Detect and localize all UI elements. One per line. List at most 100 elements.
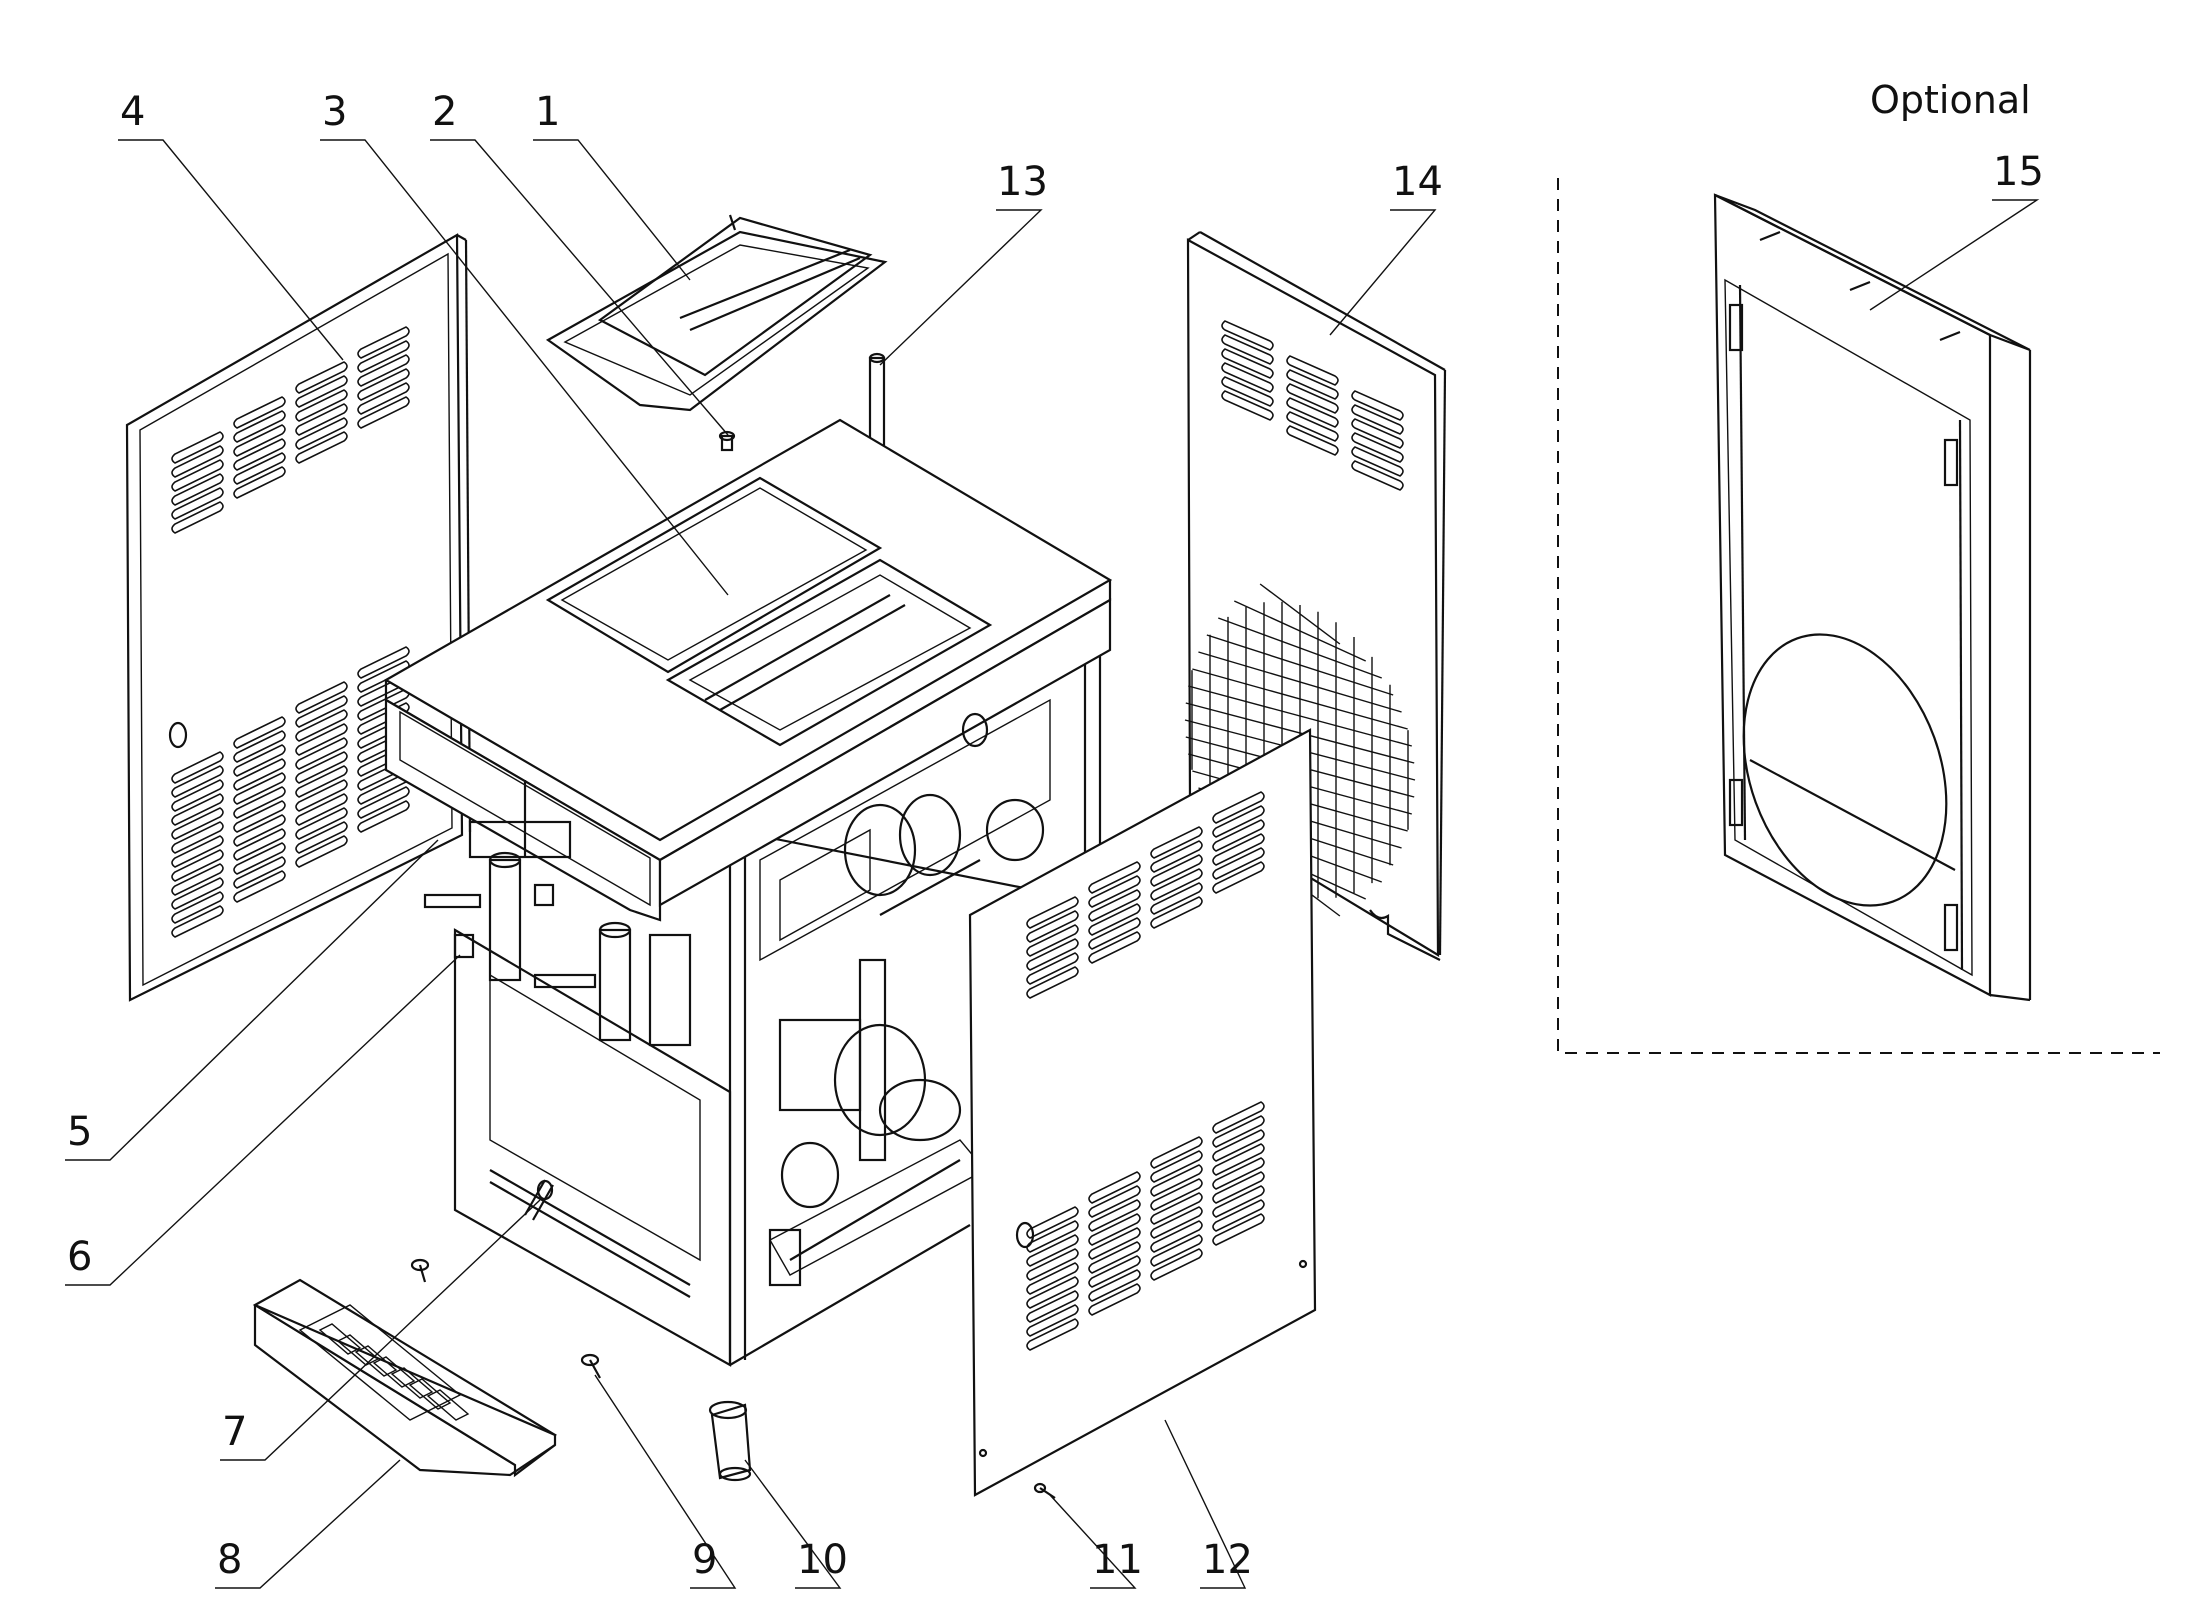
louver-slot — [1351, 446, 1404, 477]
louver-slot — [171, 751, 224, 784]
louver-slot — [233, 466, 286, 499]
louver-slot — [1150, 868, 1203, 901]
louver-slot — [1026, 938, 1079, 971]
louver-slot — [1026, 1304, 1079, 1337]
louver-slot — [1088, 1171, 1141, 1204]
louver-slot — [233, 870, 286, 903]
grill-bar — [1185, 702, 1415, 764]
louver-slot — [1212, 1101, 1265, 1134]
louver-slot — [357, 786, 410, 819]
louver-slot — [295, 807, 348, 840]
louver-slot — [1150, 826, 1203, 859]
screw-11 — [1033, 1482, 1056, 1499]
callout-5: 5 — [67, 1109, 92, 1155]
tray-slot — [318, 1323, 362, 1355]
louver-slot — [233, 452, 286, 485]
callout-3: 3 — [322, 89, 347, 135]
louver-slot — [171, 473, 224, 506]
lid-knob — [718, 430, 736, 452]
louver-slot — [1351, 418, 1404, 449]
louver-slot — [233, 814, 286, 847]
louver-slot — [1150, 896, 1203, 929]
louver-slot — [1212, 805, 1265, 838]
louver-slot — [1026, 1262, 1079, 1295]
louver-slot — [1026, 1318, 1079, 1351]
louver-slot — [233, 730, 286, 763]
louver-slot — [1212, 861, 1265, 894]
louver-slot — [1212, 1185, 1265, 1218]
louver-slot — [171, 849, 224, 882]
louver-slot — [1351, 390, 1404, 421]
internal-mechanism — [768, 793, 1045, 1287]
louver-slot — [233, 396, 286, 429]
louver-slot — [233, 786, 286, 819]
louver-slot — [1088, 1185, 1141, 1218]
callout-8: 8 — [217, 1537, 242, 1583]
tray-slot — [426, 1389, 470, 1421]
louver-slot — [1150, 1206, 1203, 1239]
louver-slot — [1088, 875, 1141, 908]
louver-slot — [171, 445, 224, 478]
louver-slot — [1212, 791, 1265, 824]
tray-slot — [390, 1367, 434, 1399]
louver-slot — [1351, 404, 1404, 435]
louver-slot — [1212, 1171, 1265, 1204]
grill-bar — [1192, 668, 1408, 730]
leader-lines — [65, 139, 2040, 1589]
louver-slot — [295, 361, 348, 394]
grill-bar — [1218, 617, 1382, 679]
louver-slot — [357, 800, 410, 833]
louver-slot — [233, 410, 286, 443]
louver-slot — [233, 716, 286, 749]
right-panel-louvers-top — [1026, 791, 1265, 999]
louver-slot — [1150, 1178, 1203, 1211]
louver-slot — [171, 501, 224, 534]
screw-drip-tray — [410, 1258, 430, 1283]
louver-slot — [1150, 1150, 1203, 1183]
louver-slot — [1088, 1213, 1141, 1246]
louver-slot — [1221, 334, 1274, 365]
louver-slot — [1150, 882, 1203, 915]
louver-slot — [1286, 383, 1339, 414]
louver-slot — [171, 431, 224, 464]
louver-slot — [295, 737, 348, 770]
left-panel-louvers-top — [171, 326, 410, 534]
louver-slot — [295, 431, 348, 464]
louver-slot — [295, 723, 348, 756]
louver-slot — [233, 424, 286, 457]
callout-6: 6 — [67, 1234, 92, 1280]
louver-slot — [1026, 1276, 1079, 1309]
louver-slot — [233, 744, 286, 777]
louver-slot — [1212, 1199, 1265, 1232]
drip-tray — [252, 1278, 557, 1478]
louver-slot — [295, 779, 348, 812]
optional-label: Optional — [1870, 78, 2031, 122]
louver-slot — [1088, 889, 1141, 922]
louver-slot — [171, 779, 224, 812]
louver-slot — [1150, 854, 1203, 887]
grill-bar — [1259, 583, 1341, 645]
louver-slot — [1212, 833, 1265, 866]
louver-slot — [171, 835, 224, 868]
back-panel-louvers — [1221, 320, 1404, 491]
callout-12: 12 — [1202, 1537, 1253, 1583]
left-panel-louvers-bottom — [171, 646, 410, 938]
callout-1: 1 — [535, 89, 560, 135]
left-side-panel — [125, 233, 472, 1002]
louver-slot — [1221, 376, 1274, 407]
louver-slot — [1088, 931, 1141, 964]
louver-slot — [1026, 1220, 1079, 1253]
callout-13: 13 — [997, 159, 1048, 205]
louver-slot — [1150, 1192, 1203, 1225]
screw-9 — [580, 1353, 601, 1379]
louver-slot — [171, 487, 224, 520]
louver-slot — [1026, 924, 1079, 957]
louver-slot — [1221, 320, 1274, 351]
louver-slot — [1212, 1157, 1265, 1190]
callout-7: 7 — [222, 1409, 247, 1455]
callout-11: 11 — [1092, 1537, 1143, 1583]
tray-slot — [408, 1378, 452, 1410]
louver-slot — [1212, 847, 1265, 880]
louver-slot — [1088, 861, 1141, 894]
louver-slot — [171, 793, 224, 826]
